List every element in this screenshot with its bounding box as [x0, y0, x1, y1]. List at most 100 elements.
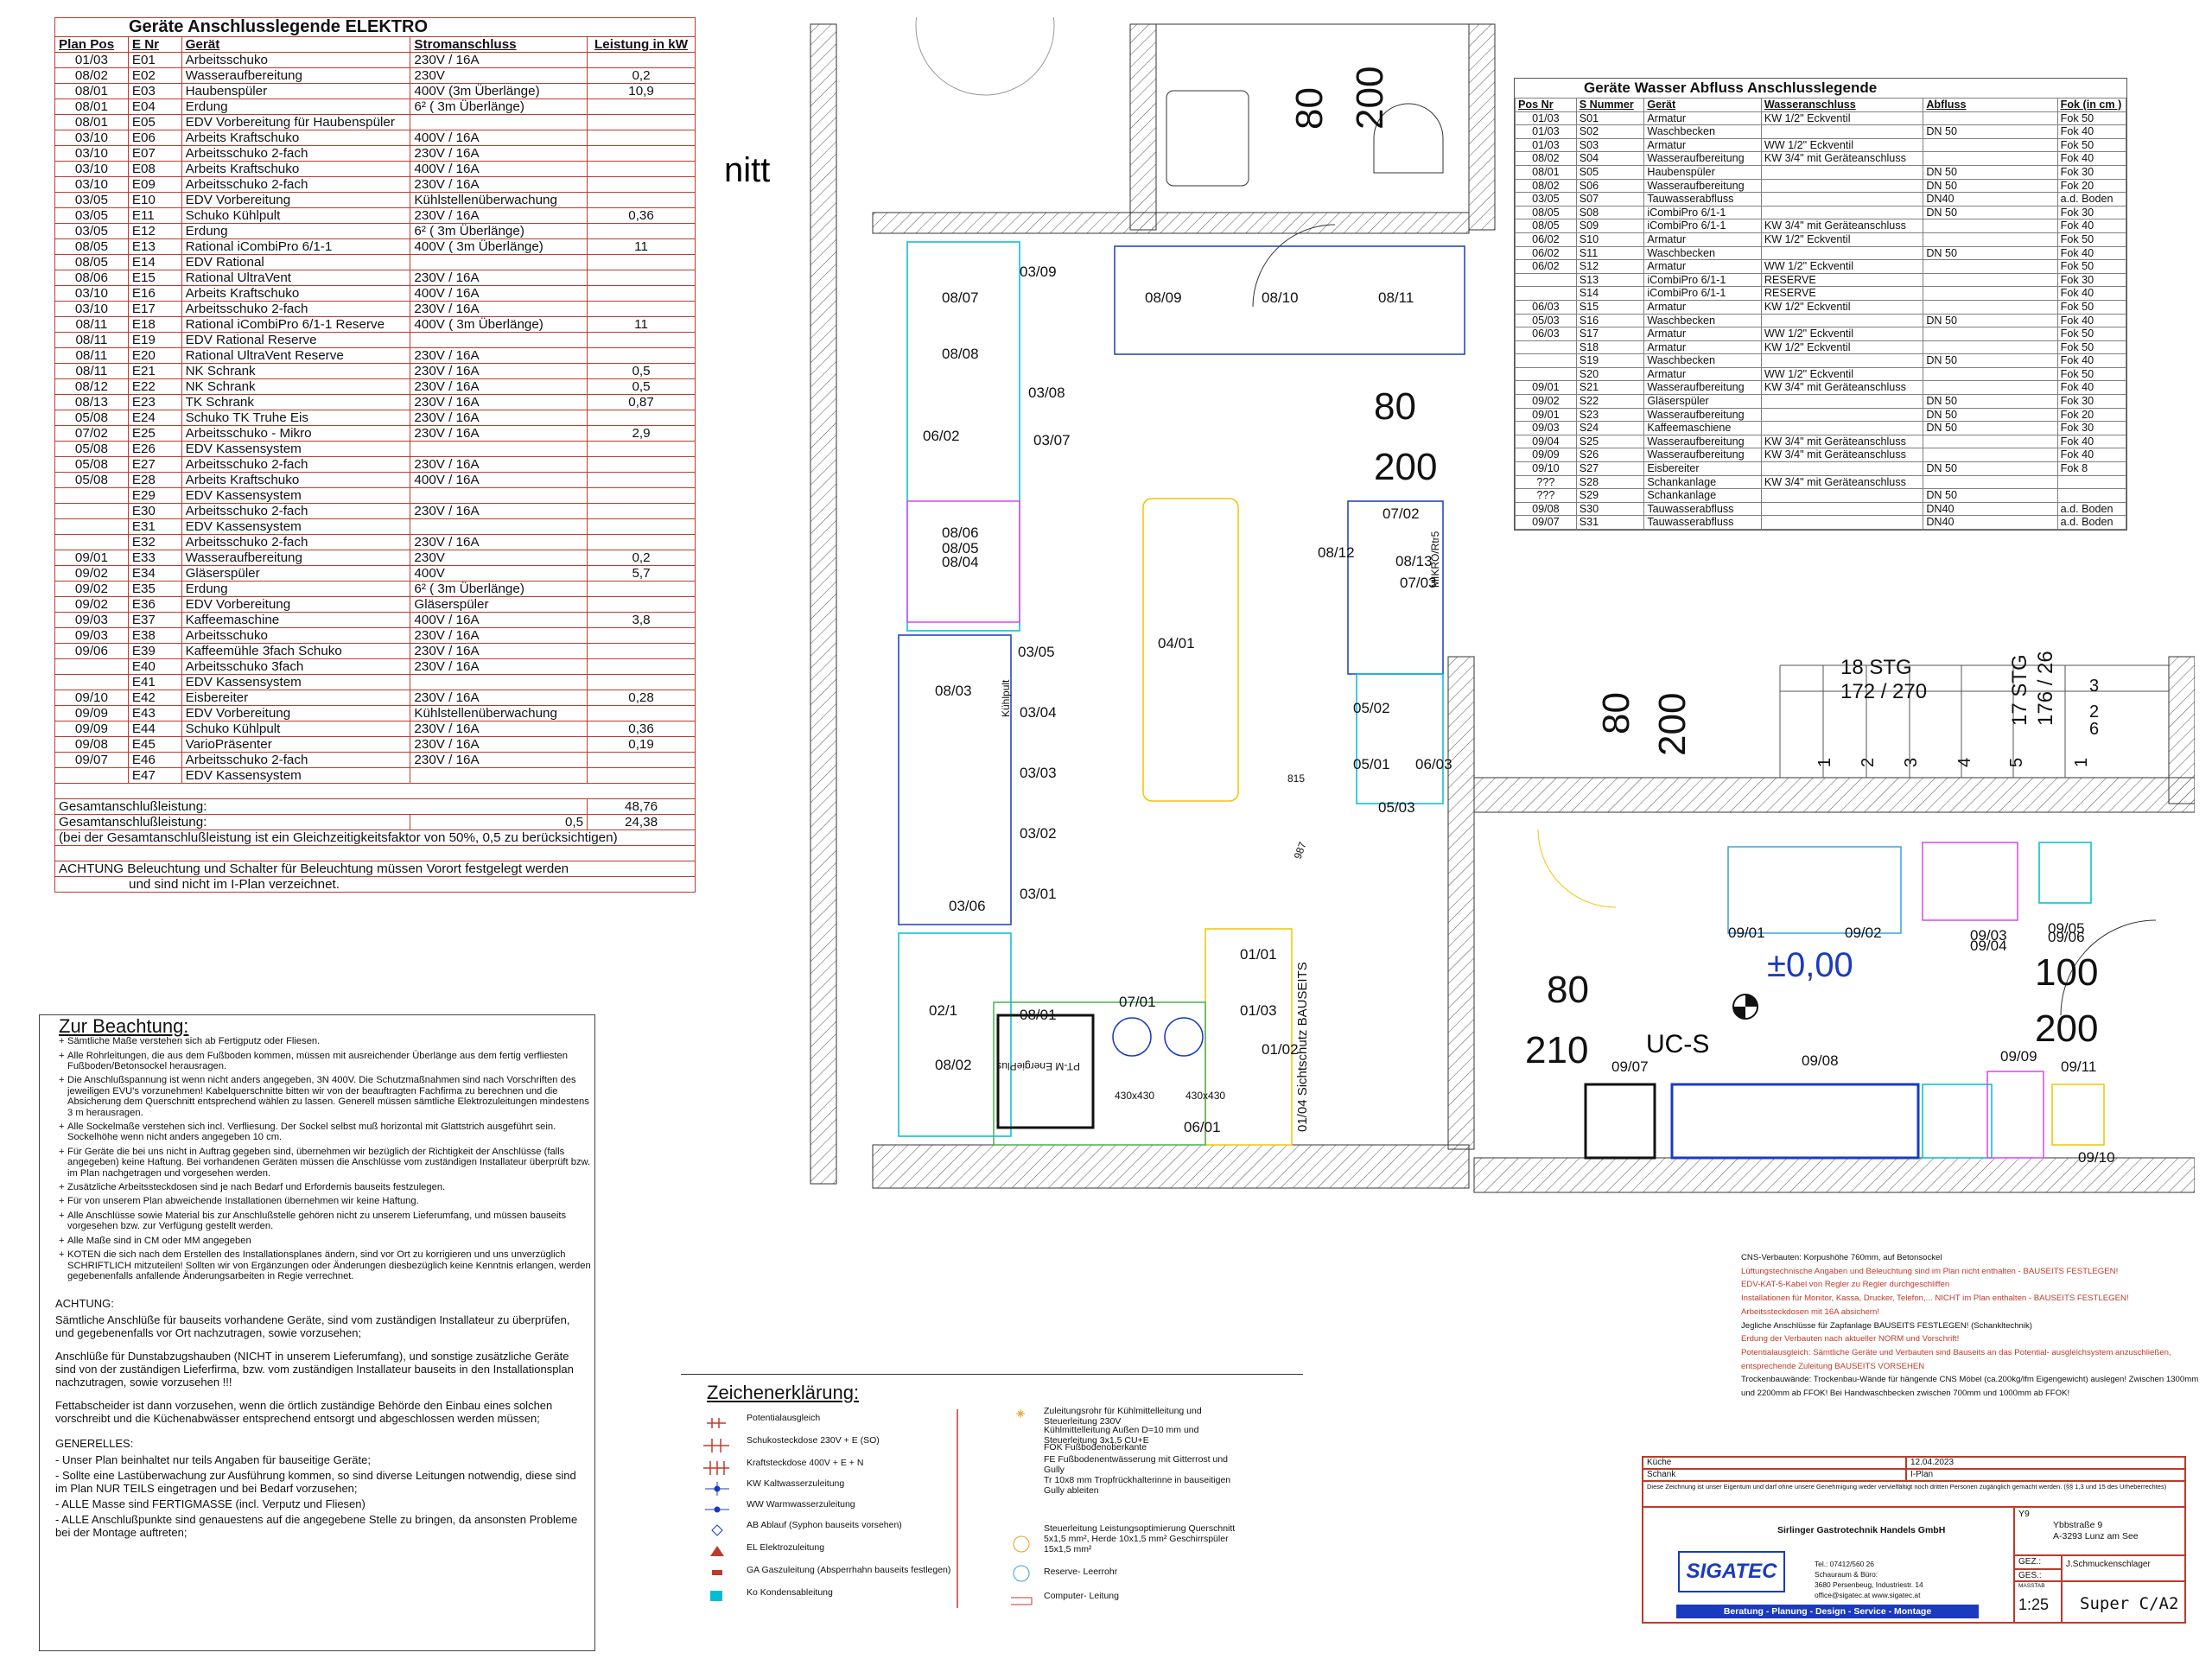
wasser-cell: Fok 40	[2056, 219, 2127, 233]
wasser-cell: Schankanlage	[1643, 488, 1762, 503]
tb-client: Y9 Ybbstraße 9 A-3293 Lunz am See	[2014, 1507, 2185, 1555]
equipment-outlines	[898, 241, 2105, 1160]
stair-numbers: 1 2 3 4 5 1 3 6 2	[1815, 677, 2099, 767]
generelles-item: - ALLE Masse sind FERTIGMASSE (incl. Ver…	[55, 1497, 365, 1511]
total-label: Gesamtanschlußleistung:	[54, 798, 588, 815]
elektro-cell: EDV Kassensystem	[181, 767, 411, 784]
elektro-cell: Erdung	[181, 581, 411, 597]
tb-client1: Y9	[2018, 1509, 2030, 1519]
elektro-legend: Geräte Anschlusslegende ELEKTRO Plan Pos…	[54, 17, 696, 893]
elektro-cell: 6² ( 3m Überlänge)	[410, 223, 588, 239]
cns-line: Lüftungstechnische Angaben und Beleuchtu…	[1741, 1266, 2119, 1276]
elektro-cell: Kaffeemühle 3fach Schuko	[181, 643, 411, 659]
notes-item: Für Geräte die bei uns nicht in Auftrag …	[59, 1147, 594, 1179]
tb-schank: Schank	[1643, 1469, 1906, 1481]
elektro-cell	[54, 767, 129, 784]
wall-bar-top	[1473, 777, 2195, 813]
position-label: 09/11	[2061, 1058, 2096, 1075]
position-label: 03/02	[1020, 825, 1057, 842]
position-label: 08/09	[1145, 289, 1182, 306]
uc-label: UC-S	[1646, 1030, 1709, 1058]
wasser-cell: DN 50	[1923, 205, 2058, 220]
position-label: 08/07	[942, 289, 979, 306]
wasser-cell: a.d. Boden	[2056, 192, 2127, 207]
tb-ges: GES.:	[2014, 1569, 2062, 1581]
total-label: Gesamtanschlußleistung:	[54, 814, 411, 830]
elektro-cell: 230V	[410, 67, 588, 84]
position-label: 08/13	[1395, 553, 1433, 569]
elektro-cell: Arbeits Kraftschuko	[181, 285, 411, 302]
wasser-cell: Waschbecken	[1643, 353, 1762, 368]
wasser-cell: Tauwasserabfluss	[1643, 515, 1762, 530]
position-label: 08/11	[1378, 289, 1414, 306]
stair-num: 5	[2007, 758, 2026, 767]
position-label: 03/03	[1020, 765, 1057, 781]
elektro-cell: 230V / 16A	[410, 503, 588, 519]
elektro-cell: E12	[127, 223, 182, 239]
wasser-cell: S16	[1575, 313, 1645, 328]
elektro-header: Leistung in kW	[587, 36, 696, 53]
elektro-cell	[587, 472, 696, 488]
elektro-cell: 08/01	[54, 83, 129, 99]
ko-icon	[710, 1591, 722, 1601]
misc-labels: Kühlpult PT-M EnergiePlus 430x430 430x43…	[996, 531, 1441, 1132]
doors	[1252, 224, 2157, 1016]
wasser-cell: DN40	[1923, 515, 2058, 530]
elektro-cell: 09/02	[54, 596, 129, 613]
wasser-cell: Fok 50	[2056, 299, 2127, 315]
sigatec-logo: SIGATEC	[1678, 1551, 1785, 1592]
cns-line: CNS-Verbauten: Korpushöhe 760mm, auf Bet…	[1741, 1253, 1942, 1262]
total-value: 24,38	[587, 814, 696, 830]
wasser-cell: S12	[1575, 259, 1645, 274]
position-label: 09/08	[1802, 1052, 1839, 1069]
ga-icon	[712, 1570, 722, 1575]
section-title-partial: nitt	[724, 151, 770, 189]
position-label: 04/01	[1158, 635, 1195, 652]
elektro-cell: 400V / 16A	[410, 285, 588, 302]
elektro-cell	[587, 176, 696, 193]
elektro-cell: 01/03	[54, 52, 129, 68]
position-label: 09/10	[2078, 1149, 2115, 1166]
notes-title: Zur Beachtung:	[59, 1015, 189, 1037]
elektro-cell	[587, 410, 696, 426]
elektro-cell: 08/01	[54, 99, 129, 115]
legend-entry: Kühlmittelleitung Außen D=10 mm und Steu…	[1044, 1425, 1199, 1446]
elektro-cell: VarioPräsenter	[181, 736, 411, 753]
wasser-cell: KW 1/2" Eckventil	[1760, 340, 1924, 355]
legend-entry: Steuerleitung Leistungsoptimierung Quers…	[1044, 1523, 1236, 1554]
elektro-cell	[587, 270, 696, 286]
elektro-cell: E09	[127, 176, 182, 193]
elektro-cell: Haubenspüler	[181, 83, 411, 99]
wasser-cell: Armatur	[1643, 327, 1762, 341]
notes-generelles: - Unser Plan beinhaltet nur teils Angabe…	[40, 1453, 594, 1539]
elektro-cell: E04	[127, 99, 182, 115]
elektro-header: Plan Pos	[54, 36, 129, 53]
elektro-cell: E42	[127, 690, 182, 706]
stair-texts: 18 STG 172 / 270 17 STG 176 / 26	[1840, 651, 2057, 726]
wasser-cell: 09/02	[1515, 394, 1577, 409]
stair-num: 1	[2072, 758, 2091, 767]
elektro-cell: Schuko Kühlpult	[181, 207, 411, 224]
notes-achtung-head: ACHTUNG:	[55, 1297, 114, 1311]
elektro-cell	[587, 161, 696, 177]
generelles-item: - Sollte eine Lastüberwachung zur Ausfüh…	[55, 1469, 576, 1496]
empty-cell	[54, 783, 696, 799]
table-row: Gesamtanschlußleistung:48,76	[54, 798, 696, 815]
wasser-cell: S24	[1575, 421, 1645, 435]
